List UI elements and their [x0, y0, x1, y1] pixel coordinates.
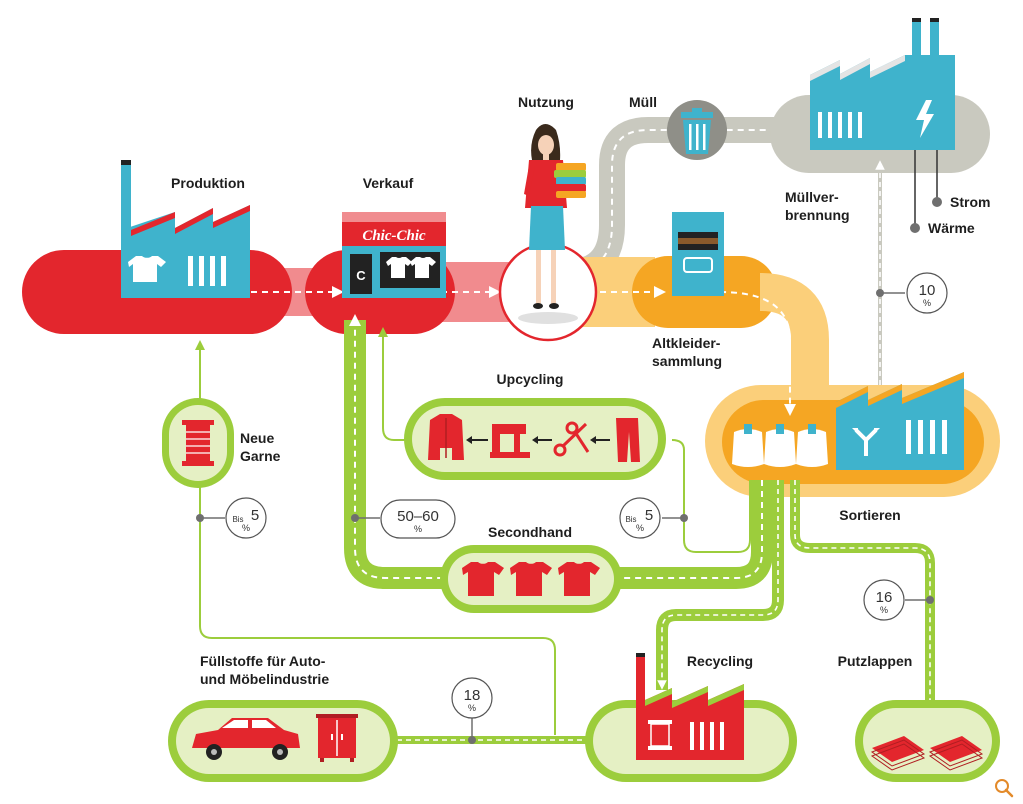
- badge-value: 18: [464, 687, 481, 704]
- label-upcycling: Upcycling: [497, 371, 564, 387]
- badge-value: 50–60: [397, 508, 439, 525]
- shirt-icon: [462, 562, 504, 596]
- factory-icon: [121, 160, 250, 298]
- sewing-machine-icon: [490, 424, 530, 458]
- label-recycling: Recycling: [687, 653, 753, 669]
- badge-unit: %: [923, 298, 931, 308]
- label-altkleider-1: Altkleider-: [652, 335, 721, 351]
- badge-upcycling: Bis 5 %: [619, 497, 661, 539]
- trousers-icon: [616, 418, 640, 462]
- badge-value: 16: [876, 589, 893, 606]
- yarn-spool-icon: [182, 420, 214, 466]
- label-muellverbrennung-1: Müllver-: [785, 189, 839, 205]
- label-sortieren: Sortieren: [839, 507, 900, 523]
- badge-neue-garne: Bis 5 %: [225, 497, 267, 539]
- label-muell: Müll: [629, 94, 657, 110]
- label-strom: Strom: [950, 194, 990, 210]
- badge-putzlappen: 16 %: [863, 579, 905, 621]
- shirt-icon: [558, 562, 600, 596]
- collection-container-icon: [672, 212, 724, 296]
- scissors-icon: [553, 421, 590, 457]
- badge-verbrennung: 10 %: [906, 272, 948, 314]
- power-plant-icon: [810, 18, 955, 233]
- badge-prefix: Bis: [232, 515, 243, 524]
- recycling-factory-icon: [636, 653, 744, 760]
- shop-sign: Chic-Chic: [362, 228, 426, 244]
- badge-value: 5: [251, 507, 259, 524]
- label-muellverbrennung-2: brennung: [785, 207, 850, 223]
- badge-fuellstoffe: 18 %: [451, 677, 493, 719]
- shop-letter: C: [356, 268, 366, 283]
- label-fuellstoffe-1: Füllstoffe für Auto-: [200, 653, 326, 669]
- label-waerme: Wärme: [928, 220, 975, 236]
- label-verkauf: Verkauf: [363, 175, 414, 191]
- car-icon: [192, 718, 300, 760]
- jacket-icon: [428, 414, 464, 460]
- cabinet-icon: [316, 714, 358, 762]
- label-neue-garne-2: Garne: [240, 448, 281, 464]
- badge-unit: %: [880, 605, 888, 615]
- badge-unit: %: [242, 523, 250, 533]
- badge-value: 5: [645, 507, 653, 524]
- shirt-icon: [510, 562, 552, 596]
- badge-prefix: Bis: [625, 515, 636, 524]
- secondhand-shirts: [462, 562, 600, 596]
- upcycling-icons: [428, 414, 640, 462]
- badge-unit: %: [468, 703, 476, 713]
- rags-icon: [870, 736, 984, 771]
- woman-icon: [498, 124, 598, 342]
- shop-icon: [342, 212, 446, 298]
- main-path: [22, 250, 520, 334]
- badge-value: 10: [919, 282, 936, 299]
- badge-unit: %: [636, 523, 644, 533]
- badge-unit: %: [414, 524, 422, 534]
- label-fuellstoffe-2: und Möbelindustrie: [200, 671, 329, 687]
- label-nutzung: Nutzung: [518, 94, 574, 110]
- label-altkleider-2: sammlung: [652, 353, 722, 369]
- label-secondhand: Secondhand: [488, 524, 572, 540]
- zoom-icon[interactable]: [995, 779, 1014, 798]
- label-neue-garne-1: Neue: [240, 430, 274, 446]
- label-produktion: Produktion: [171, 175, 245, 191]
- label-putzlappen: Putzlappen: [838, 653, 913, 669]
- trash-bin-icon: [667, 100, 727, 160]
- sorting-factory-icon: [732, 372, 964, 470]
- badge-secondhand: 50–60 %: [380, 499, 456, 539]
